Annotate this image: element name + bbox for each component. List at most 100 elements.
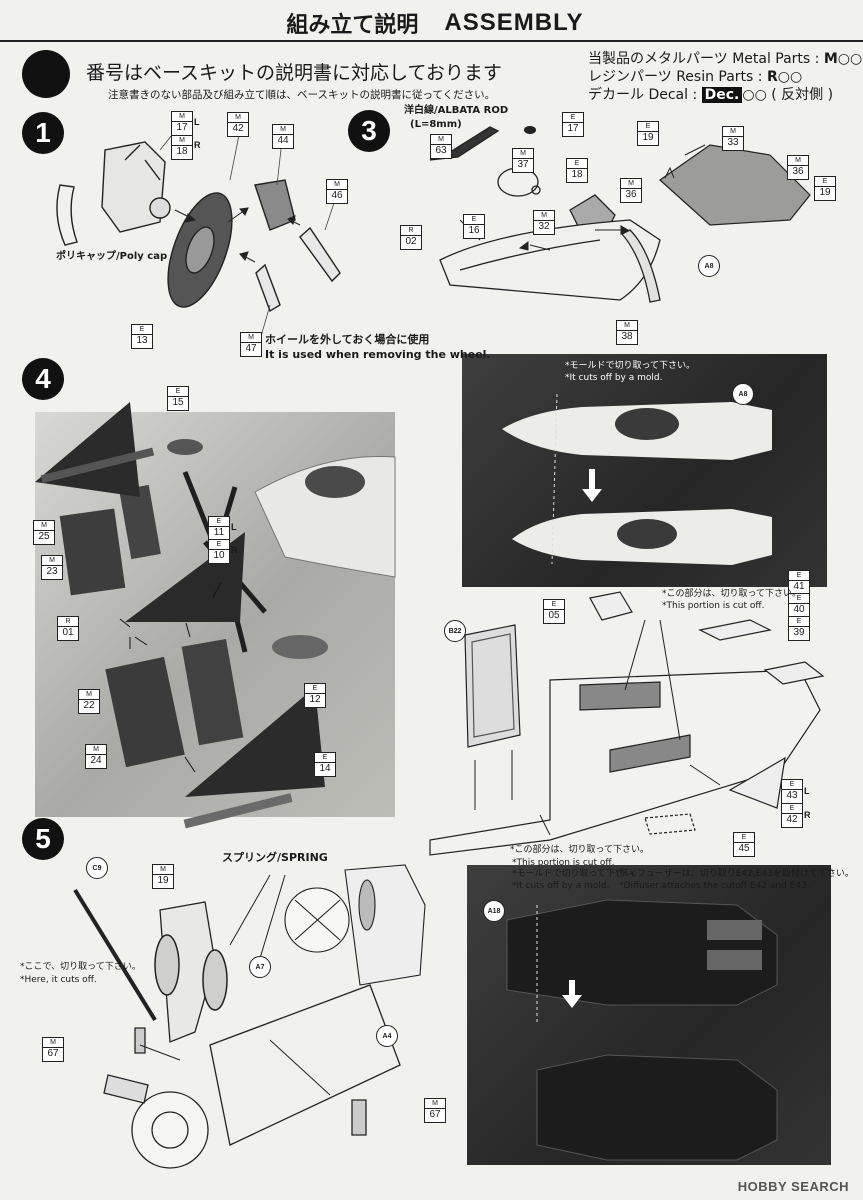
- step-4-badge: 4: [22, 358, 64, 400]
- cockpit-tub: [439, 219, 661, 301]
- engine-cover: [659, 144, 811, 226]
- part-m67-right: [351, 1099, 367, 1136]
- legend-decal-code: ○○: [742, 87, 767, 103]
- notice-dot-icon: [22, 50, 70, 98]
- label-portion2-jp: *この部分は、切り取って下さい。: [510, 845, 650, 855]
- legend-decal-side: ( 反対側 ): [771, 87, 834, 103]
- legend-decal-en: Decal: [648, 87, 689, 103]
- title-japanese: 組み立て説明: [286, 13, 419, 38]
- label-portion2-en: *This portion is cut off.: [512, 858, 615, 868]
- caliper: [254, 179, 296, 231]
- side-l-3: L: [804, 786, 810, 796]
- label-mold-en: *It cuts off by a mold.: [565, 373, 663, 383]
- label-mold-jp: *モールドで切り取って下さい。: [565, 361, 696, 371]
- label-rod-1: 洋白線/ALBATA ROD: [404, 105, 509, 116]
- photo-plate-24: [181, 638, 244, 746]
- callout-a8: A8: [698, 255, 720, 277]
- legend-decal: デカール Decal : Dec.○○ ( 反対側 ): [588, 87, 834, 103]
- photo-plate-22: [105, 656, 185, 768]
- step-1-drawing: [56, 124, 341, 341]
- label-wheel-jp: ホイールを外しておく場合に使用: [265, 333, 430, 346]
- part-b22-shape: [464, 624, 521, 748]
- callout-c9: C9: [86, 857, 108, 879]
- bolt-46: [299, 226, 341, 283]
- spring-left: [154, 934, 180, 996]
- callout-a8-photo: A8: [732, 383, 754, 405]
- step-3-body-drawing: [659, 144, 811, 226]
- label-polycap: ポリキャップ/Poly cap: [56, 251, 168, 262]
- diffuser-drawing: [429, 591, 825, 856]
- legend-decal-jp: デカール: [588, 87, 644, 103]
- a8-nose-photo: [462, 354, 827, 587]
- callout-a7: A7: [249, 956, 271, 978]
- photo-a18-lower: [536, 1054, 778, 1161]
- legend-resin-code: R○○: [766, 69, 803, 85]
- step-3-drawing: [429, 126, 661, 303]
- upright-arm: [56, 184, 78, 246]
- rod-c9: [73, 888, 157, 1022]
- side-r: R: [194, 140, 201, 150]
- detail-gearbox: [344, 864, 426, 986]
- intro-subnote: 注意書きのない部品及び組み立て順は、ベースキットの説明書に従ってください。: [108, 89, 496, 101]
- legend-decal-box: Dec.: [701, 87, 743, 103]
- polycap-shape: [149, 197, 171, 219]
- label-portion-en: *This portion is cut off.: [662, 601, 765, 611]
- down-arrow-icon: [582, 489, 602, 502]
- label-here-jp: *ここで、切り取って下さい。: [20, 962, 141, 972]
- label-spring: スプリング/SPRING: [222, 851, 328, 864]
- label-mold2-jp: *モールドで切り取って下さい。: [512, 869, 643, 879]
- upright-body: [101, 141, 166, 233]
- bolt-47: [255, 263, 281, 313]
- part-m67-left: [134, 1027, 146, 1054]
- callout-a18: A18: [483, 900, 505, 922]
- label-wheel-en: It is used when removing the wheel.: [265, 348, 491, 361]
- label-portion-jp: *この部分は、切り取って下さい。: [662, 589, 802, 599]
- photo-plate-25: [59, 508, 126, 596]
- spring-right: [202, 949, 228, 1011]
- title-english: ASSEMBLY: [444, 9, 584, 36]
- callout-a4: A4: [376, 1025, 398, 1047]
- step-5-badge: 5: [22, 818, 64, 860]
- legend-resin-en: Resin Parts: [676, 69, 754, 85]
- step-5-drawing: [73, 864, 426, 1169]
- gearbox-a7: [209, 984, 401, 1146]
- step-3-badge: 3: [348, 110, 390, 152]
- legend-metal: 当製品のメタルパーツ Metal Parts : M○○: [588, 51, 863, 67]
- side-l-2: L: [231, 522, 237, 532]
- photo-wing-13: [35, 402, 140, 497]
- label-here-en: *Here, it cuts off.: [20, 975, 97, 985]
- watermark-logo: HOBBY SEARCH: [737, 1179, 849, 1194]
- side-l: L: [194, 117, 200, 127]
- callout-b22: B22: [444, 620, 466, 642]
